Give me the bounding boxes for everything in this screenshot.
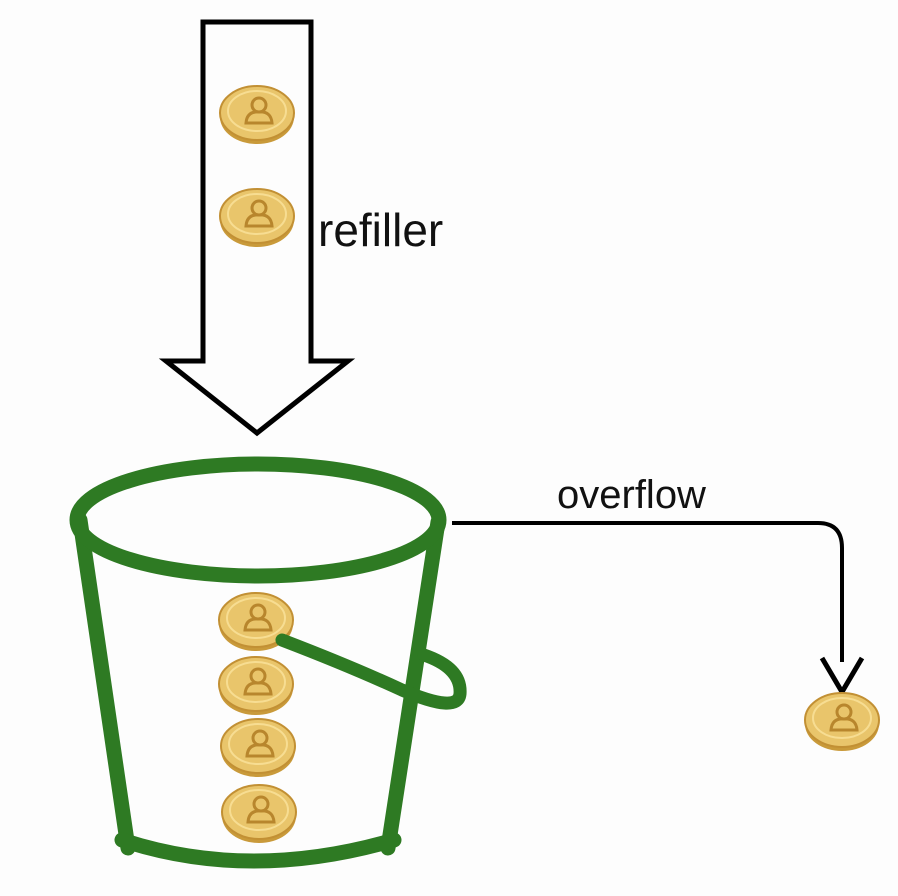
bucket-coin (219, 717, 297, 779)
refiller-coin (218, 84, 296, 146)
refiller-coin (218, 187, 296, 249)
bucket-coin (220, 783, 298, 845)
overflow-arrowhead (819, 656, 865, 697)
refiller-label: refiller (318, 204, 443, 256)
bucket-icon (69, 456, 447, 869)
overflow-label: overflow (557, 473, 706, 517)
bucket-coin (217, 655, 295, 717)
overflow-arrow (452, 521, 844, 662)
overflow-coin (803, 691, 881, 753)
bucket-handle (275, 633, 467, 710)
